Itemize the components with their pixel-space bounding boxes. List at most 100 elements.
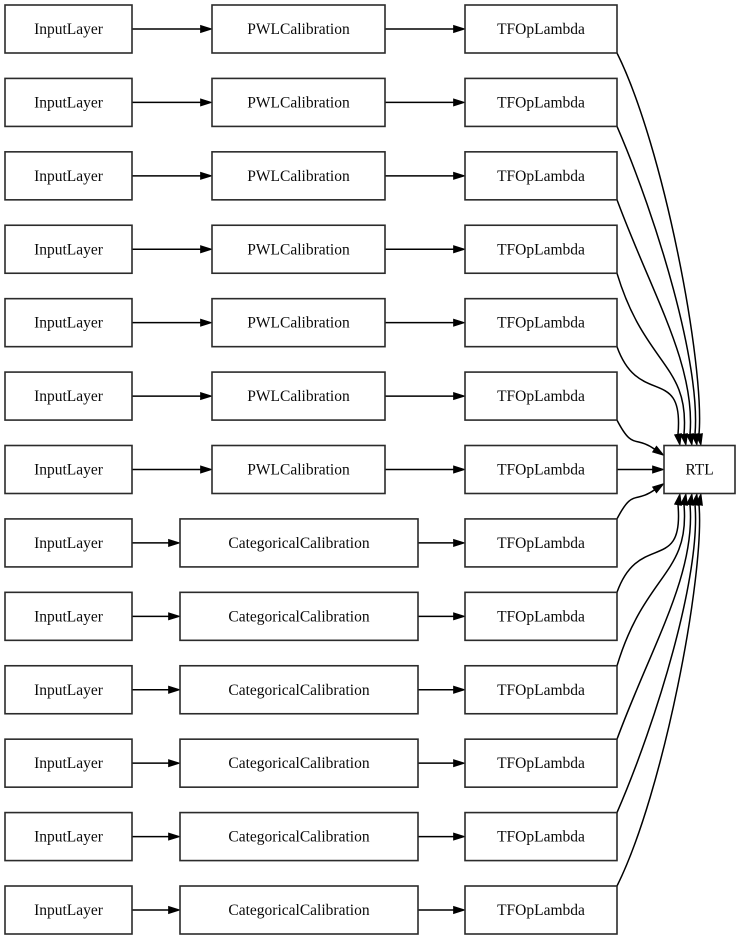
edge-input-to-calibration-12-arrowhead — [168, 832, 182, 841]
edge-calibration-to-lambda-4-arrowhead — [453, 245, 467, 254]
pwl-calibration-node-2-box — [211, 77, 386, 128]
tfoplambda-node-9-box — [464, 591, 618, 642]
input-layer-node-12[interactable]: InputLayer — [4, 811, 133, 862]
tfoplambda-node-9-label: TFOpLambda — [497, 608, 585, 625]
tfoplambda-node-11[interactable]: TFOpLambda — [464, 738, 618, 788]
categorical-calibration-node-10[interactable]: CategoricalCalibration — [179, 664, 419, 715]
edge-input-to-calibration-1-arrowhead — [200, 24, 214, 34]
input-layer-node-6[interactable]: InputLayer — [4, 371, 133, 421]
edge-calibration-to-lambda-2-arrowhead — [453, 98, 467, 107]
categorical-calibration-node-12[interactable]: CategoricalCalibration — [179, 811, 419, 862]
edge-lambda-to-rtl-11-line — [616, 504, 692, 740]
input-layer-node-7[interactable]: InputLayer — [4, 444, 133, 495]
categorical-calibration-node-9[interactable]: CategoricalCalibration — [179, 591, 419, 642]
edge-calibration-to-lambda-8-arrowhead — [453, 538, 467, 547]
rtl-output-node[interactable]: RTL — [663, 444, 736, 495]
input-layer-node-1[interactable]: InputLayer — [4, 4, 133, 54]
tfoplambda-node-13[interactable]: TFOpLambda — [464, 885, 618, 935]
input-layer-node-11[interactable]: InputLayer — [4, 738, 133, 788]
tfoplambda-node-7[interactable]: TFOpLambda — [464, 444, 618, 495]
tfoplambda-node-7-label: TFOpLambda — [497, 462, 585, 479]
input-layer-node-4-label: InputLayer — [34, 241, 104, 258]
edge-calibration-to-lambda-6-arrowhead — [453, 392, 467, 401]
pwl-calibration-node-7[interactable]: PWLCalibration — [211, 444, 386, 495]
tfoplambda-node-10-label: TFOpLambda — [497, 682, 585, 699]
edge-lambda-to-rtl-4-arrowhead — [679, 433, 688, 447]
edges-layer — [132, 24, 703, 915]
tfoplambda-node-8-label: TFOpLambda — [497, 535, 585, 552]
input-layer-node-5-box — [4, 297, 133, 348]
input-layer-node-8[interactable]: InputLayer — [4, 518, 133, 568]
tfoplambda-node-4[interactable]: TFOpLambda — [464, 224, 618, 275]
tfoplambda-node-12-box — [464, 811, 618, 862]
input-layer-node-2[interactable]: InputLayer — [4, 77, 133, 128]
pwl-calibration-node-3[interactable]: PWLCalibration — [211, 151, 386, 201]
edge-lambda-to-rtl-13-line — [616, 504, 701, 887]
edge-input-to-calibration-7-arrowhead — [200, 465, 214, 474]
pwl-calibration-node-6[interactable]: PWLCalibration — [211, 371, 386, 421]
tfoplambda-node-10[interactable]: TFOpLambda — [464, 664, 618, 715]
pwl-calibration-node-7-box — [211, 444, 386, 495]
tfoplambda-node-2[interactable]: TFOpLambda — [464, 77, 618, 128]
input-layer-node-7-label: InputLayer — [34, 462, 104, 479]
input-layer-node-5[interactable]: InputLayer — [4, 297, 133, 348]
pwl-calibration-node-1-label: PWLCalibration — [247, 21, 350, 38]
pwl-calibration-node-1-box — [211, 4, 386, 54]
input-layer-node-11-box — [4, 738, 133, 788]
categorical-calibration-node-11[interactable]: CategoricalCalibration — [179, 738, 419, 788]
input-layer-node-10[interactable]: InputLayer — [4, 664, 133, 715]
tfoplambda-node-9[interactable]: TFOpLambda — [464, 591, 618, 642]
pwl-calibration-node-5[interactable]: PWLCalibration — [211, 297, 386, 348]
edge-input-to-calibration-11-arrowhead — [168, 759, 182, 768]
input-layer-node-6-label: InputLayer — [34, 388, 104, 405]
tfoplambda-node-1[interactable]: TFOpLambda — [464, 4, 618, 54]
edge-lambda-to-rtl-4-line — [616, 273, 686, 435]
input-layer-node-1-box — [4, 4, 133, 54]
input-layer-node-3[interactable]: InputLayer — [4, 151, 133, 201]
edge-lambda-to-rtl-10-arrowhead — [679, 492, 688, 506]
pwl-calibration-node-2-label: PWLCalibration — [247, 94, 350, 111]
categorical-calibration-node-10-label: CategoricalCalibration — [228, 682, 369, 699]
edge-input-to-calibration-4-arrowhead — [200, 245, 214, 254]
edge-lambda-to-rtl-11-arrowhead — [685, 492, 694, 506]
tfoplambda-node-6[interactable]: TFOpLambda — [464, 371, 618, 421]
tfoplambda-node-7-box — [464, 444, 618, 495]
tfoplambda-node-6-box — [464, 371, 618, 421]
input-layer-node-8-box — [4, 518, 133, 568]
pwl-calibration-node-6-box — [211, 371, 386, 421]
tfoplambda-node-12[interactable]: TFOpLambda — [464, 811, 618, 862]
edge-lambda-to-rtl-9-line — [616, 504, 680, 593]
input-layer-node-2-box — [4, 77, 133, 128]
input-layer-node-4[interactable]: InputLayer — [4, 224, 133, 275]
tfoplambda-node-2-box — [464, 77, 618, 128]
edge-lambda-to-rtl-7-arrowhead — [652, 465, 666, 474]
pwl-calibration-node-2[interactable]: PWLCalibration — [211, 77, 386, 128]
input-layer-node-12-box — [4, 811, 133, 862]
edge-lambda-to-rtl-6-line — [616, 419, 655, 450]
pwl-calibration-node-1[interactable]: PWLCalibration — [211, 4, 386, 54]
pwl-calibration-node-4[interactable]: PWLCalibration — [211, 224, 386, 275]
categorical-calibration-node-11-box — [179, 738, 419, 788]
tfoplambda-node-8[interactable]: TFOpLambda — [464, 518, 618, 568]
edge-lambda-to-rtl-8-arrowhead — [651, 482, 665, 494]
edge-lambda-to-rtl-2-line — [616, 126, 697, 435]
edge-lambda-to-rtl-5-line — [616, 346, 680, 435]
tfoplambda-node-6-label: TFOpLambda — [497, 388, 585, 405]
input-layer-node-7-box — [4, 444, 133, 495]
edge-input-to-calibration-9-arrowhead — [168, 612, 182, 621]
tfoplambda-node-3[interactable]: TFOpLambda — [464, 151, 618, 201]
edge-input-to-calibration-5-arrowhead — [200, 318, 214, 327]
edge-lambda-to-rtl-1-line — [616, 52, 701, 435]
edge-input-to-calibration-2-arrowhead — [200, 98, 214, 107]
input-layer-node-9-box — [4, 591, 133, 642]
input-layer-node-8-label: InputLayer — [34, 535, 104, 552]
input-layer-node-10-box — [4, 664, 133, 715]
categorical-calibration-node-13[interactable]: CategoricalCalibration — [179, 885, 419, 935]
edge-calibration-to-lambda-7-arrowhead — [453, 465, 467, 474]
tfoplambda-node-5[interactable]: TFOpLambda — [464, 297, 618, 348]
edge-calibration-to-lambda-3-arrowhead — [453, 171, 467, 180]
input-layer-node-9[interactable]: InputLayer — [4, 591, 133, 642]
categorical-calibration-node-8[interactable]: CategoricalCalibration — [179, 518, 419, 568]
input-layer-node-13[interactable]: InputLayer — [4, 885, 133, 935]
